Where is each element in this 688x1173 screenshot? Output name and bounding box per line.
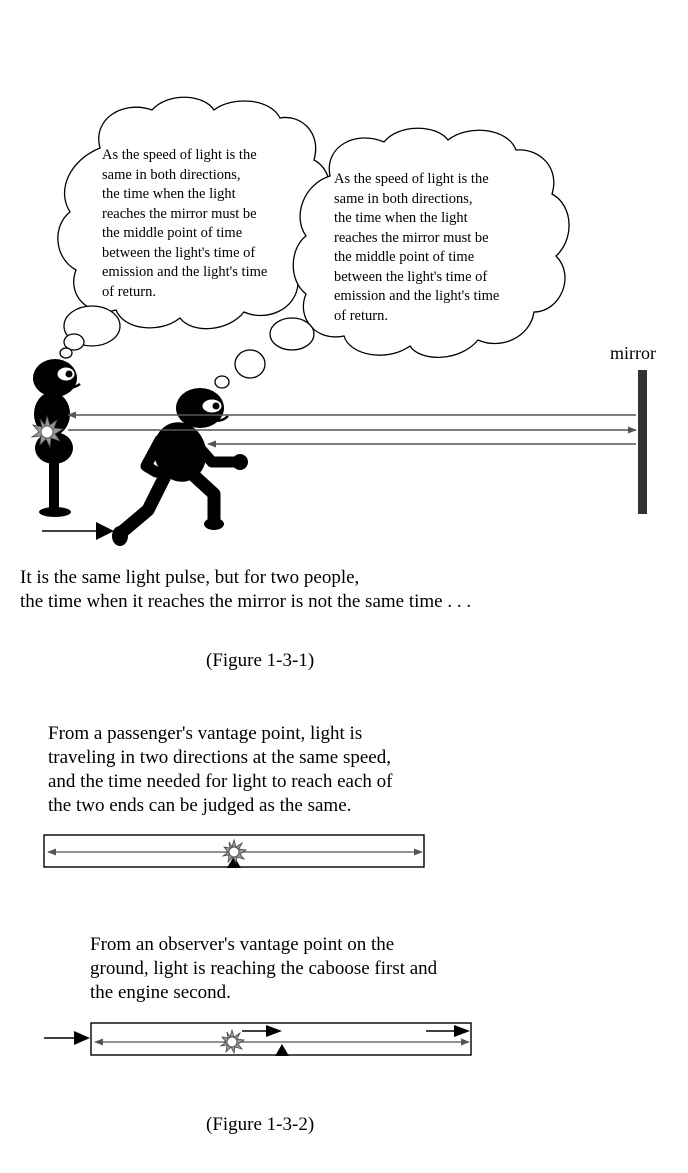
running-person bbox=[112, 388, 248, 546]
light-source-burst-icon bbox=[30, 414, 65, 449]
observer-view-text: From an observer's vantage point on the … bbox=[90, 934, 438, 1003]
figure2-label: (Figure 1-3-2) bbox=[206, 1114, 315, 1135]
figure1-caption: It is the same light pulse, but for two … bbox=[20, 567, 472, 612]
standing-person bbox=[33, 359, 81, 517]
thought-cloud-right bbox=[214, 127, 570, 389]
light-beams bbox=[67, 411, 637, 448]
light-source-burst-icon bbox=[219, 1028, 246, 1055]
mirror-label: mirror bbox=[610, 343, 656, 363]
bubble-left-text: As the speed of light is the same in bot… bbox=[102, 147, 268, 300]
bubble-right-text: As the speed of light is the same in bot… bbox=[334, 171, 500, 324]
motion-arrow bbox=[42, 522, 114, 540]
mirror bbox=[638, 370, 647, 514]
light-source-burst-icon bbox=[221, 838, 248, 865]
passenger-view-text: From a passenger's vantage point, light … bbox=[48, 723, 393, 816]
train-observer-view bbox=[44, 1022, 472, 1056]
figure1-label: (Figure 1-3-1) bbox=[206, 650, 315, 671]
